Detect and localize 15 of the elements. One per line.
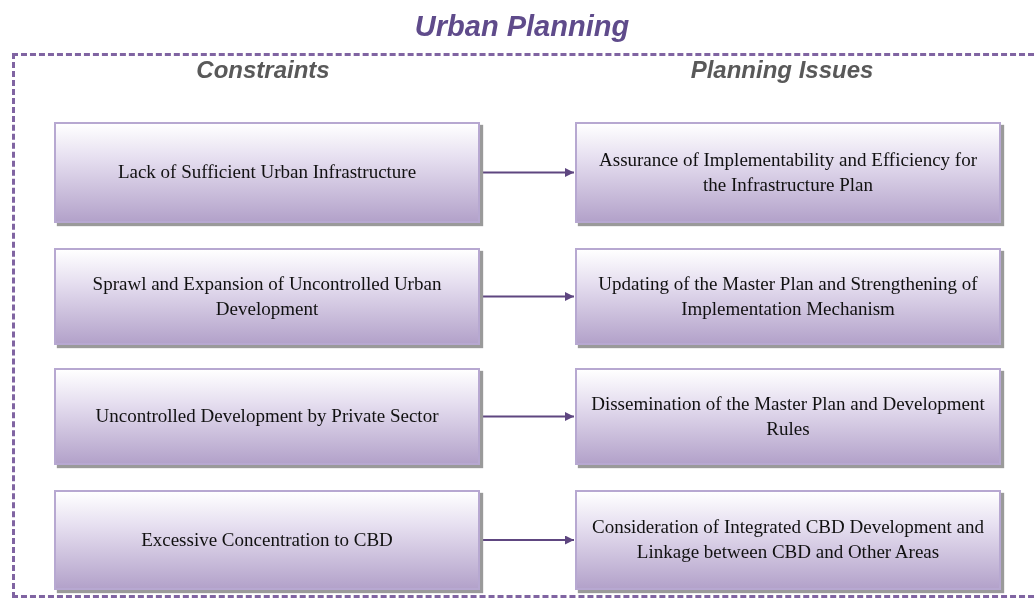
process-box: Excessive Concentration to CBD (54, 490, 480, 590)
frame-title: Urban Planning (414, 10, 630, 42)
column-heading: Planning Issues (690, 56, 874, 84)
process-box: Assurance of Implementability and Efficiency for the Infrastructure Plan (575, 122, 1001, 223)
arrow (481, 412, 575, 421)
process-box: Consideration of Integrated CBD Development and Linkage between CBD and Other Areas (575, 490, 1001, 590)
arrow (481, 535, 575, 545)
process-box: Lack of Sufficient Urban Infrastructure (54, 122, 480, 223)
process-box: Updating of the Master Plan and Strengthening of Implementation Mechanism (575, 248, 1001, 345)
column-heading: Constraints (196, 56, 330, 84)
process-box: Sprawl and Expansion of Uncontrolled Urban Development (54, 248, 480, 345)
process-box: Uncontrolled Development by Private Sector (54, 368, 480, 465)
arrow (481, 168, 575, 177)
arrow (481, 292, 575, 301)
process-box: Dissemination of the Master Plan and Development Rules (575, 368, 1001, 465)
